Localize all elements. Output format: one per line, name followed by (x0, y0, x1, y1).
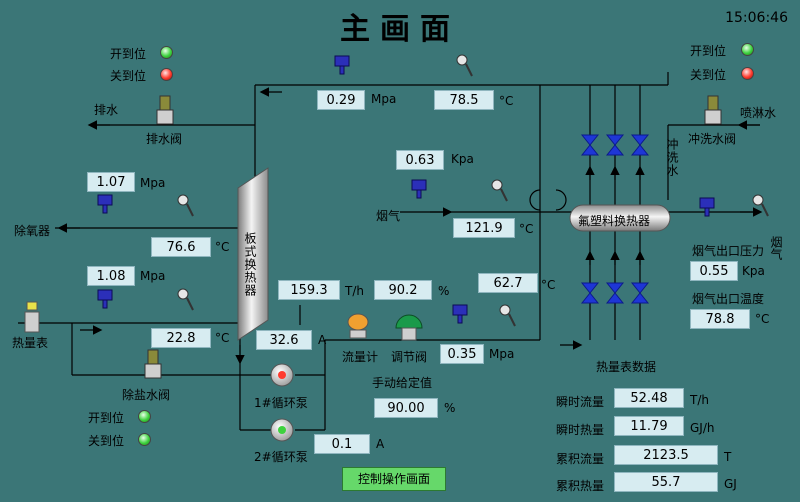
valve-open-unit: % (438, 284, 450, 298)
regulating-valve-label: 调节阀 (391, 350, 428, 364)
outlet-temp-unit: °C (755, 312, 770, 326)
left-pressure-1-unit: Mpa (140, 176, 166, 190)
flush-valve-label: 冲洗水阀 (688, 132, 737, 146)
left-temp-2-unit: °C (215, 331, 230, 345)
flue-pressure-value: 0.63 (396, 150, 444, 170)
flue-temp-unit: °C (519, 222, 534, 236)
heat-data-unit-0: T/h (690, 393, 709, 407)
top-temp-unit: °C (499, 94, 514, 108)
flue-gas-in-label: 烟气 (376, 209, 401, 223)
left-temp-1-value: 76.6 (151, 237, 211, 257)
led-green-icon (160, 46, 173, 59)
top-pressure-value: 0.29 (317, 90, 365, 110)
heat-data-unit-1: GJ/h (690, 421, 715, 435)
clock: 15:06:46 (725, 10, 788, 26)
flow-value: 159.3 (278, 280, 340, 300)
outlet-pressure-label: 烟气出口压力 (692, 244, 765, 258)
flush-water-label: 冲洗水 (665, 138, 679, 177)
mid-temp-value: 62.7 (478, 273, 538, 293)
legend-close-label-right: 关到位 (690, 68, 727, 82)
flue-gas-out-label: 烟气 (769, 236, 783, 260)
heat-data-label-1: 瞬时热量 (556, 423, 605, 437)
legend-open-label: 开到位 (110, 47, 147, 61)
legend-open-label-bottom: 开到位 (88, 411, 125, 425)
left-temp-2-value: 22.8 (151, 328, 211, 348)
heat-data-unit-2: T (724, 450, 732, 464)
heat-meter-label: 热量表 (12, 336, 49, 350)
led-green-icon (138, 410, 151, 423)
heat-data-value-2: 2123.5 (614, 445, 718, 465)
legend-open-label-right: 开到位 (690, 44, 727, 58)
legend-close-label: 关到位 (110, 69, 147, 83)
pump2-current-value: 0.1 (314, 434, 370, 454)
drain-valve-label: 排水阀 (146, 132, 183, 146)
valve-open-value: 90.2 (374, 280, 432, 300)
outlet-temp-label: 烟气出口温度 (692, 292, 765, 306)
fluoroplastic-exchanger-body (569, 204, 671, 232)
heat-data-label-0: 瞬时流量 (556, 395, 605, 409)
pump1-current-value: 32.6 (256, 330, 312, 350)
flue-temp-value: 121.9 (453, 218, 515, 238)
left-temp-1-unit: °C (215, 240, 230, 254)
led-green-icon (741, 43, 754, 56)
pump1-label: 1#循环泵 (254, 396, 308, 410)
flue-pressure-unit: Kpa (451, 152, 474, 166)
heat-data-value-3: 55.7 (614, 472, 718, 492)
pump1-current-unit: A (318, 333, 327, 347)
heat-data-label-3: 累积热量 (556, 479, 605, 493)
reg-pressure-value: 0.35 (440, 344, 484, 364)
page-title: 主画面 (340, 12, 460, 47)
reg-pressure-unit: Mpa (489, 347, 515, 361)
control-panel-button[interactable]: 控制操作画面 (342, 467, 446, 491)
led-green-icon (138, 433, 151, 446)
plate-exchanger-label: 板式换热器 (243, 232, 257, 297)
fluoroplastic-exchanger-label: 氟塑料换热器 (578, 214, 651, 228)
legend-close-label-bottom: 关到位 (88, 434, 125, 448)
outlet-pressure-value: 0.55 (690, 261, 738, 281)
heat-meter-data-title: 热量表数据 (596, 360, 657, 374)
heat-data-unit-3: GJ (724, 477, 737, 491)
pump2-current-unit: A (376, 437, 385, 451)
led-red-icon (160, 68, 173, 81)
manual-setpoint-label: 手动给定值 (372, 376, 433, 390)
top-pressure-unit: Mpa (371, 92, 397, 106)
top-temp-value: 78.5 (434, 90, 494, 110)
mid-temp-unit: °C (541, 278, 556, 292)
heat-data-value-1: 11.79 (614, 416, 684, 436)
outlet-pressure-unit: Kpa (742, 264, 765, 278)
plate-heat-exchanger-body (237, 167, 269, 341)
flowmeter-label: 流量计 (342, 350, 379, 364)
pump2-label: 2#循环泵 (254, 450, 308, 464)
left-pressure-2-value: 1.08 (87, 266, 135, 286)
deaerator-label: 除氧器 (14, 224, 51, 238)
heat-data-value-0: 52.48 (614, 388, 684, 408)
drain-line-label: 排水 (94, 103, 119, 117)
spray-water-label: 喷淋水 (740, 106, 777, 120)
led-red-icon (741, 67, 754, 80)
setpoint-unit: % (444, 401, 456, 415)
demineral-valve-label: 除盐水阀 (122, 388, 171, 402)
heat-data-label-2: 累积流量 (556, 452, 605, 466)
left-pressure-2-unit: Mpa (140, 269, 166, 283)
left-pressure-1-value: 1.07 (87, 172, 135, 192)
setpoint-input[interactable]: 90.00 (374, 398, 438, 418)
outlet-temp-value: 78.8 (690, 309, 750, 329)
flow-unit: T/h (345, 284, 364, 298)
